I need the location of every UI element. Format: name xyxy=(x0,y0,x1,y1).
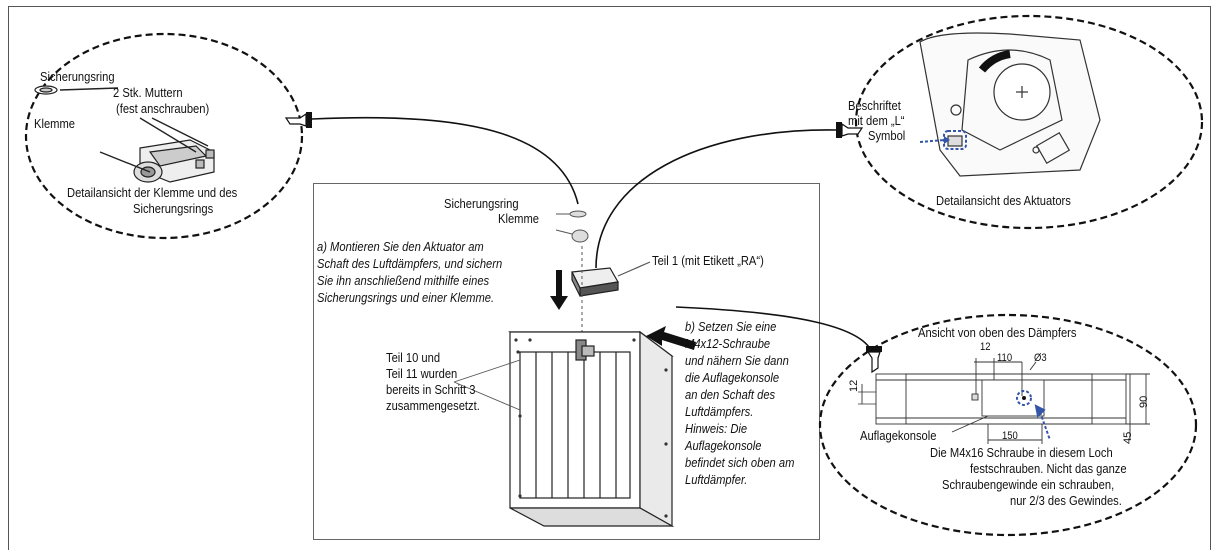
label-klemme-center: Klemme xyxy=(498,211,540,226)
label-teil-1: Teil 1 (mit Etikett „RA“) xyxy=(652,253,764,268)
page-frame xyxy=(8,6,1211,550)
l-symbol-callout xyxy=(919,130,967,150)
note-line-1: Die M4x16 Schraube in diesem Loch xyxy=(930,445,1113,460)
actuator-part-1 xyxy=(571,261,651,297)
pointing-hand-icon xyxy=(284,112,312,128)
step-b-line-4: die Auflagekonsole xyxy=(685,370,780,385)
damper-screw-holes xyxy=(514,338,668,518)
label-muttern-note: (fest anschrauben) xyxy=(116,101,210,116)
clamp-detail-ellipse xyxy=(24,32,304,240)
top-view-title: Ansicht von oben des Dämpfers xyxy=(918,325,1077,340)
connector-curve-bottom xyxy=(675,306,873,353)
dim-45: 45 xyxy=(1122,431,1134,444)
step-b-line-2: M4x12-Schraube xyxy=(685,336,771,351)
teil-note-line-4: zusammengesetzt. xyxy=(386,398,480,413)
screw-hole xyxy=(1022,396,1026,400)
caption-clamp-detail-2: Sicherungsrings xyxy=(133,201,214,216)
label-beschriftet: Beschriftet xyxy=(848,98,901,113)
step-b-line-9: befindet sich oben am xyxy=(685,455,795,470)
connector-curve-right xyxy=(595,129,837,269)
damper-frame xyxy=(508,330,675,528)
note-line-2: festschrauben. Nicht das ganze xyxy=(970,461,1127,476)
dim-110: 110 xyxy=(997,352,1013,364)
auflagekonsole-pointer xyxy=(951,415,989,433)
left-arrow xyxy=(646,326,696,350)
dim-150: 150 xyxy=(1002,430,1018,442)
caption-actuator-detail: Detailansicht des Aktuators xyxy=(936,193,1071,208)
step-b-line-3: und nähern Sie dann xyxy=(685,353,789,368)
note-line-4: nur 2/3 des Gewindes. xyxy=(1010,493,1122,508)
step-b-line-5: an den Schaft des xyxy=(685,387,776,402)
dim-12-top: 12 xyxy=(980,341,991,353)
label-muttern: 2 Stk. Muttern xyxy=(113,85,183,100)
connector-curve-left xyxy=(311,116,579,205)
step-a-line-2: Schaft des Luftdämpfers, und sichern xyxy=(317,256,503,271)
top-view-ellipse xyxy=(818,313,1198,537)
actuator-illustration xyxy=(919,32,1101,177)
pointing-hand-icon xyxy=(836,122,864,138)
teil-note-line-2: Teil 11 wurden xyxy=(386,366,458,381)
note-line-3: Schraubengewinde ein schrauben, xyxy=(942,477,1115,492)
step-a-line-4: Sicherungsrings und einer Klemme. xyxy=(317,290,495,305)
label-auflagekonsole: Auflagekonsole xyxy=(860,428,937,443)
top-view-drawing xyxy=(858,358,1150,444)
label-mit-dem-l: mit dem „L“ xyxy=(848,113,905,128)
label-klemme-detail: Klemme xyxy=(34,116,76,131)
teil-note-line-1: Teil 10 und xyxy=(386,350,441,365)
step-b-line-7: Hinweis: Die xyxy=(685,421,748,436)
label-sicherungsring-detail: Sicherungsring xyxy=(40,69,115,84)
assembly-panel xyxy=(313,183,820,540)
teil-10-11-pointer xyxy=(453,359,521,411)
dim-12-left: 12 xyxy=(848,379,860,392)
step-a-line-1: a) Montieren Sie den Aktuator am xyxy=(317,239,484,254)
step-b-line-10: Luftdämpfer. xyxy=(685,472,748,487)
clamp-illustration xyxy=(34,85,215,183)
step-b-line-6: Luftdämpfers. xyxy=(685,404,754,419)
center-ring-clamp xyxy=(555,210,589,243)
actuator-detail-ellipse xyxy=(854,14,1204,230)
dim-90: 90 xyxy=(1138,395,1150,408)
screw-hole-callout xyxy=(1016,390,1051,441)
down-arrow xyxy=(550,270,568,310)
caption-clamp-detail-1: Detailansicht der Klemme und des xyxy=(67,185,238,200)
teil-note-line-3: bereits in Schritt 3 xyxy=(386,382,476,397)
step-b-line-8: Auflagekonsole xyxy=(685,438,762,453)
pointing-hand-icon xyxy=(866,346,882,374)
step-a-line-3: Sie ihn anschließend mithilfe eines xyxy=(317,273,490,288)
label-sicherungsring-center: Sicherungsring xyxy=(444,196,519,211)
label-symbol: Symbol xyxy=(868,128,906,143)
dim-diameter-3: Ø3 xyxy=(1034,352,1047,364)
step-b-line-1: b) Setzen Sie eine xyxy=(685,319,777,334)
